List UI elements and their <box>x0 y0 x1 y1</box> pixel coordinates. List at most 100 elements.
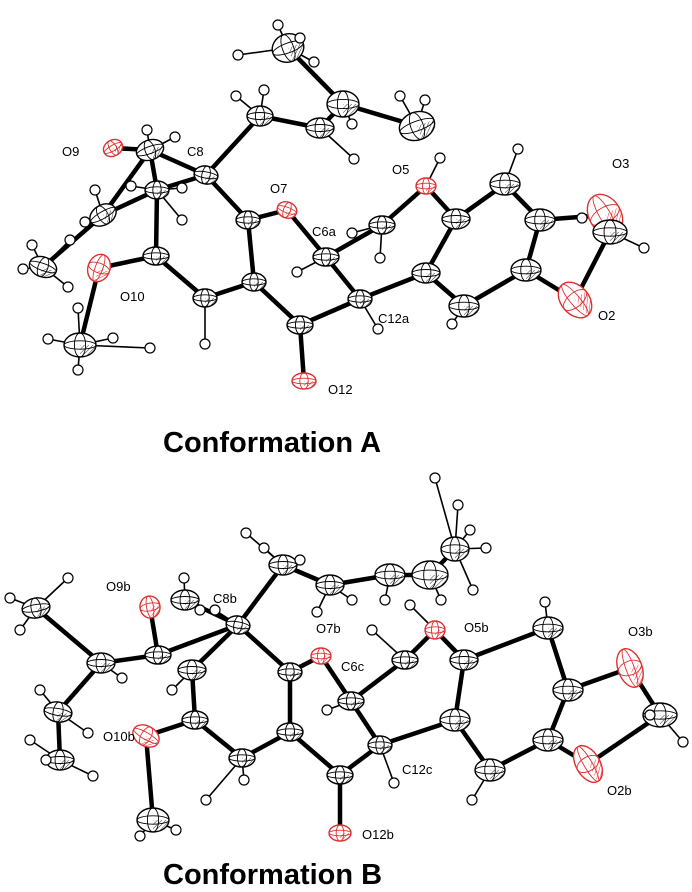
atom-b-c6c <box>337 691 365 711</box>
panel-conformation-b: O9b C8b O7b C6c O5b O3b O10b C12c O2b O1… <box>4 472 689 891</box>
hydrogen-atom-b-13 <box>240 527 252 539</box>
hydrogen-atom-b-29 <box>200 794 212 806</box>
atom-b-c9 <box>277 662 303 682</box>
atom-a-c14 <box>398 110 436 142</box>
atom-b-c17 <box>449 649 479 671</box>
hydrogen-atom-a-23 <box>42 333 54 345</box>
atom-b-o12b <box>328 824 352 842</box>
hydrogen-atom-b-8 <box>116 672 128 684</box>
hydrogen-atom-b-34 <box>539 596 551 608</box>
atom-a-o5 <box>415 177 437 195</box>
atom-a-c17 <box>489 172 521 196</box>
hydrogen-atom-b-3 <box>34 684 46 696</box>
atom-b-c19 <box>552 678 584 702</box>
atom-b-c5 <box>177 659 207 681</box>
hydrogen-atom-a-12 <box>169 131 181 143</box>
atom-b-c20 <box>532 728 564 752</box>
atom-label-o2b: O2b <box>607 783 632 798</box>
atom-b-c23 <box>642 702 678 728</box>
atom-b-c10 <box>326 765 354 785</box>
hydrogen-atom-a-7 <box>434 152 446 164</box>
atom-a-c8 <box>193 165 219 185</box>
atom-a-c22 <box>592 219 628 245</box>
hydrogen-atom-b-26 <box>366 624 378 636</box>
hydrogen-atom-b-12 <box>209 604 221 616</box>
atom-b-c3 <box>43 701 73 723</box>
atom-b-c8 <box>276 722 304 742</box>
hydrogen-atom-b-1 <box>4 592 16 604</box>
hydrogen-atom-a-33 <box>446 318 458 330</box>
atom-a-c19 <box>510 258 542 282</box>
atoms-b <box>4 472 689 842</box>
hydrogen-atom-b-18 <box>379 594 391 606</box>
atom-label-o10: O10 <box>120 289 145 304</box>
hydrogen-atom-b-28 <box>238 774 250 786</box>
hydrogen-atom-a-11 <box>141 124 153 136</box>
atom-b-c2 <box>21 597 51 619</box>
atom-label-c6a: C6a <box>312 224 337 239</box>
hydrogen-atom-a-2 <box>308 56 320 68</box>
hydrogen-atom-b-35 <box>677 736 689 748</box>
hydrogen-atom-a-35 <box>576 212 588 224</box>
hydrogen-atom-b-19 <box>404 599 416 611</box>
atom-b-c14 <box>411 560 449 590</box>
hydrogen-atom-a-15 <box>125 180 137 192</box>
hydrogen-atom-a-10 <box>258 84 270 96</box>
hydrogen-atom-b-24 <box>467 584 479 596</box>
atom-b-c6 <box>181 710 209 730</box>
hydrogen-atom-b-20 <box>429 472 441 484</box>
hydrogen-atom-b-27 <box>321 704 333 716</box>
atom-b-c24 <box>136 807 170 833</box>
bond-b-c4-c8b <box>155 622 241 658</box>
bond-a-c7-c6 <box>245 217 257 285</box>
atom-a-c5 <box>142 246 170 266</box>
atom-a-c20 <box>448 294 480 318</box>
panel-title-b: Conformation B <box>163 859 382 891</box>
atom-a-c6a <box>312 247 340 267</box>
atom-label-o5b: O5b <box>464 620 489 635</box>
hydrogen-atom-b-17 <box>346 594 358 606</box>
atom-label-o12: O12 <box>328 382 353 397</box>
hydrogen-atom-a-31 <box>372 323 384 335</box>
atom-a-c6 <box>235 210 261 230</box>
bond-a-c8-c10 <box>203 113 263 178</box>
atom-b-c4 <box>144 645 172 665</box>
atom-a-c12 <box>326 90 360 118</box>
hydrogen-atom-a-32 <box>512 143 524 155</box>
hydrogen-atom-a-9 <box>230 90 242 102</box>
atom-label-o9: O9 <box>62 144 79 159</box>
atom-b-o7b <box>310 647 332 665</box>
hydrogen-atom-a-21 <box>62 281 74 293</box>
atom-a-c10 <box>246 105 274 127</box>
hydrogen-atom-a-5 <box>348 153 360 165</box>
atom-b-c21 <box>474 758 506 782</box>
hydrogen-atom-a-8 <box>394 90 406 102</box>
hydrogen-atom-b-32 <box>388 777 400 789</box>
hydrogen-atom-a-19 <box>17 263 29 275</box>
hydrogen-atom-b-10 <box>194 604 206 616</box>
hydrogen-atom-a-20 <box>26 239 38 251</box>
atom-b-c8b <box>225 615 251 635</box>
hydrogen-atom-b-33 <box>466 794 478 806</box>
bond-b-c8b-c9 <box>235 622 293 675</box>
hydrogen-atom-a-29 <box>346 227 358 239</box>
atom-labels-b: O9b C8b O7b C6c O5b O3b O10b C12c O2b O1… <box>103 579 653 842</box>
hydrogen-atom-a-4 <box>346 118 358 130</box>
panel-title-a: Conformation A <box>163 427 381 459</box>
hydrogen-atom-a-6 <box>419 94 431 106</box>
atom-a-c21 <box>411 262 441 284</box>
atom-a-c18 <box>524 208 556 232</box>
bond-b-c8b-c11 <box>235 562 286 628</box>
atom-a-c4 <box>144 180 170 200</box>
hydrogen-atom-a-26 <box>144 342 156 354</box>
bond-b-o10b-c24 <box>143 733 156 823</box>
atom-b-o2b <box>572 744 604 784</box>
hydrogen-atom-b-4 <box>24 734 36 746</box>
hydrogen-atom-a-30 <box>374 252 386 264</box>
hydrogen-atom-a-16 <box>89 184 101 196</box>
atom-b-c7 <box>228 748 256 768</box>
atom-a-c12a <box>347 289 373 309</box>
atom-a-o12 <box>291 372 317 390</box>
hydrogen-atom-b-14 <box>258 542 270 554</box>
